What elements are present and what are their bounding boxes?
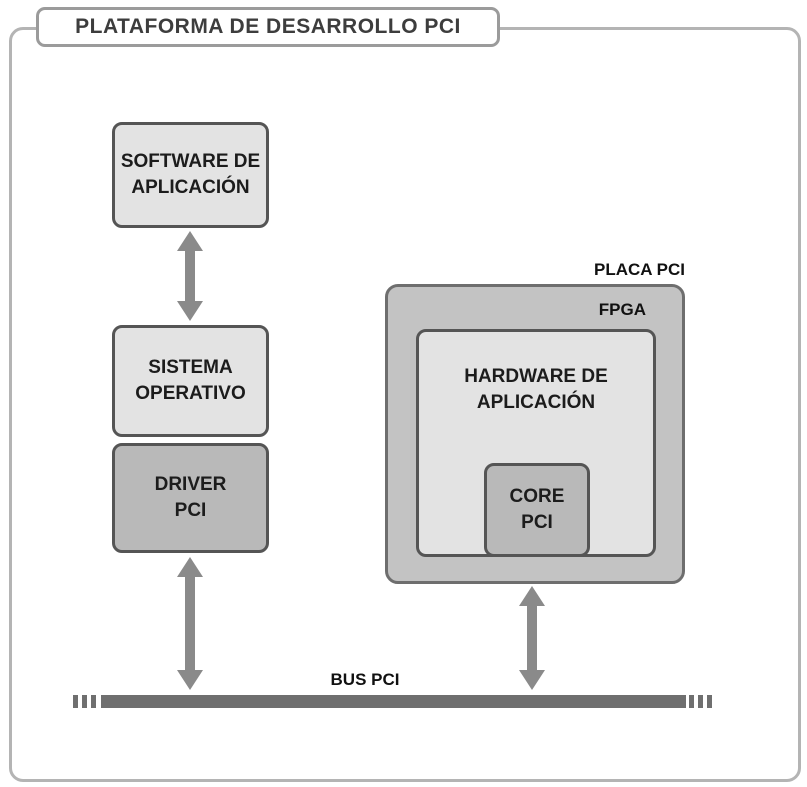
hardware-label: HARDWARE DE APLICACIÓN bbox=[419, 364, 653, 415]
driver-box: DRIVER PCI bbox=[112, 443, 269, 553]
core-label-line-2: PCI bbox=[521, 512, 553, 533]
bus-pci-label: BUS PCI bbox=[330, 670, 400, 689]
driver-label-line-2: PCI bbox=[174, 500, 207, 521]
os-label-line-2: OPERATIVO bbox=[135, 383, 246, 404]
placa-pci-label: PLACA PCI bbox=[594, 260, 685, 279]
software-label-line-1: SOFTWARE DE bbox=[120, 151, 261, 173]
software-box: SOFTWARE DE APLICACIÓN bbox=[112, 122, 269, 228]
arrow-software-os bbox=[177, 231, 203, 321]
os-box: SISTEMA OPERATIVO bbox=[112, 325, 269, 437]
bus-bar bbox=[101, 695, 686, 708]
fpga-label: FPGA bbox=[598, 300, 646, 319]
arrow-placa-bus bbox=[519, 586, 545, 690]
bus-left-dashes bbox=[73, 695, 99, 708]
core-label-line-1: CORE bbox=[509, 486, 565, 508]
page-title: PLATAFORMA DE DESARROLLO PCI bbox=[75, 15, 461, 38]
arrow-driver-bus bbox=[177, 557, 203, 690]
fpga-box: HARDWARE DE APLICACIÓN CORE PCI bbox=[416, 329, 656, 557]
hardware-label-line-1: HARDWARE DE bbox=[464, 366, 608, 387]
hardware-label-line-2: APLICACIÓN bbox=[476, 391, 596, 413]
software-label-line-2: APLICACIÓN bbox=[131, 177, 250, 198]
os-label-line-1: SISTEMA bbox=[148, 357, 233, 379]
placa-pci-box: FPGA HARDWARE DE APLICACIÓN CORE PCI bbox=[385, 284, 685, 584]
bus-right-dashes bbox=[689, 695, 715, 708]
core-pci-box: CORE PCI bbox=[484, 463, 590, 557]
title-box: PLATAFORMA DE DESARROLLO PCI bbox=[36, 7, 500, 47]
driver-label-line-1: DRIVER bbox=[154, 474, 227, 496]
